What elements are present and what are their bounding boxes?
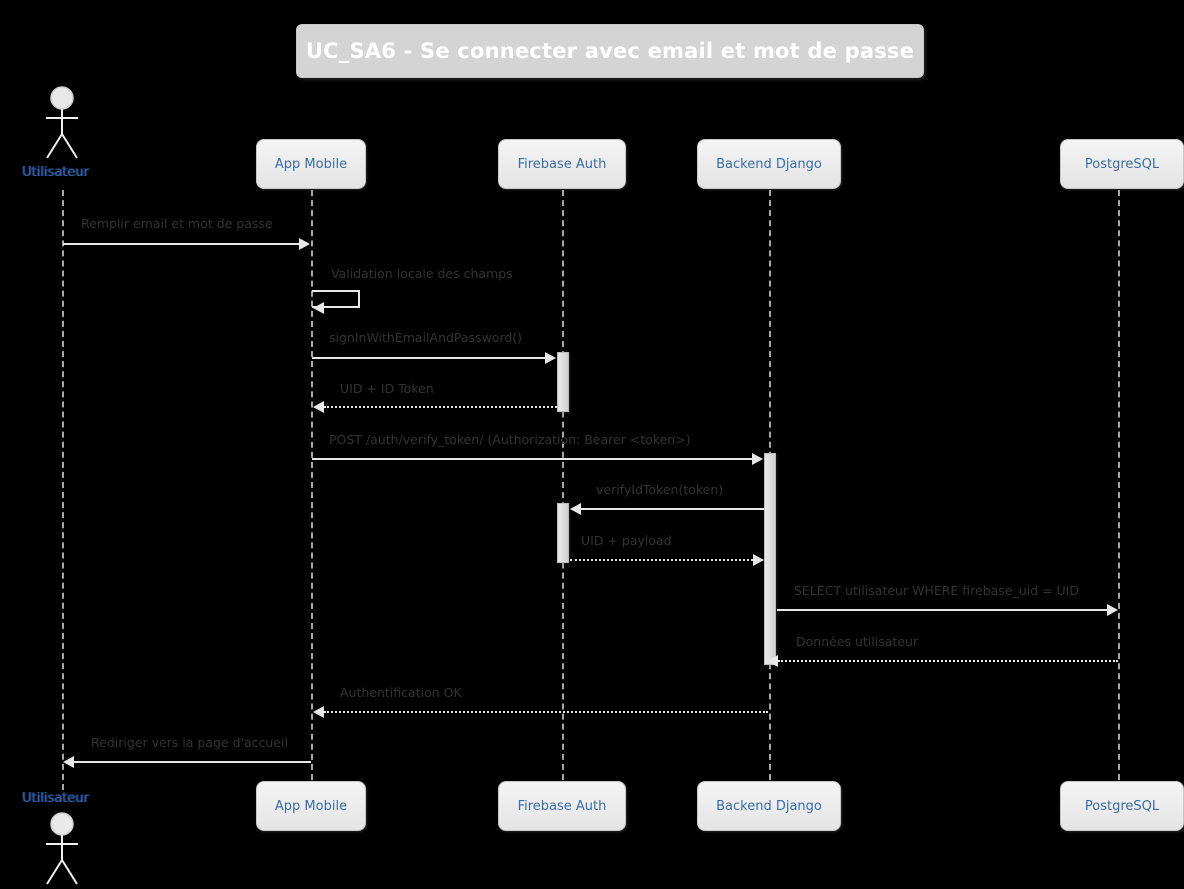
message-label-6: verifyIdToken(token) (596, 482, 724, 497)
message-line-4 (324, 406, 557, 408)
message-arrowhead-10 (313, 706, 324, 718)
lifeline-utilisateur (62, 190, 64, 790)
participant-label-firebase-auth: Firebase Auth (517, 798, 607, 814)
participant-label-postgresql: PostgreSQL (1084, 156, 1160, 172)
message-label-10: Authentification OK (340, 685, 462, 700)
message-arrowhead-9 (767, 655, 778, 667)
message-arrowhead-1 (299, 238, 310, 250)
message-line-8 (777, 609, 1107, 611)
message-label-2: Validation locale des champs (331, 266, 513, 281)
message-line-9 (778, 660, 1118, 662)
participant-box-postgresql-top[interactable]: PostgreSQL (1060, 139, 1184, 189)
actor-label-utilisateur-bottom: Utilisateur (22, 791, 89, 806)
message-line-11 (74, 761, 311, 763)
activation-backend-django-1 (764, 453, 776, 665)
participant-box-firebase-auth-bottom[interactable]: Firebase Auth (498, 781, 626, 831)
participant-label-app-mobile: App Mobile (274, 156, 348, 172)
participant-box-postgresql-bottom[interactable]: PostgreSQL (1060, 781, 1184, 831)
stick-figure-icon (46, 812, 78, 885)
diagram-title: UC_SA6 - Se connecter avec email et mot … (305, 39, 915, 63)
activation-firebase-auth-1 (557, 352, 569, 412)
message-self-loop-2 (312, 290, 360, 308)
message-arrowhead-4 (313, 401, 324, 413)
actor-label-utilisateur-top: Utilisateur (22, 165, 89, 180)
participant-box-firebase-auth-top[interactable]: Firebase Auth (498, 139, 626, 189)
message-line-10 (324, 711, 768, 713)
message-label-7: UID + payload (581, 533, 672, 548)
participant-box-backend-django-bottom[interactable]: Backend Django (697, 781, 841, 831)
message-line-5 (312, 458, 752, 460)
actor-utilisateur-bottom (38, 812, 86, 888)
message-label-8: SELECT utilisateur WHERE firebase_uid = … (794, 583, 1079, 598)
actor-utilisateur-top (38, 86, 86, 162)
message-arrowhead-7 (753, 554, 764, 566)
message-arrowhead-3 (545, 352, 556, 364)
message-label-11: Rediriger vers la page d'accueil (91, 735, 288, 750)
message-label-5: POST /auth/verify_token/ (Authorization:… (329, 432, 691, 447)
participant-label-backend-django: Backend Django (716, 156, 822, 172)
lifeline-firebase-auth (562, 190, 564, 780)
message-arrowhead-6 (570, 503, 581, 515)
message-label-1: Remplir email et mot de passe (81, 216, 273, 231)
lifeline-app-mobile (311, 190, 313, 780)
diagram-title-box: UC_SA6 - Se connecter avec email et mot … (296, 24, 924, 78)
participant-label-firebase-auth: Firebase Auth (517, 156, 607, 172)
message-label-3: signInWithEmailAndPassword() (329, 330, 523, 345)
participant-box-backend-django-top[interactable]: Backend Django (697, 139, 841, 189)
activation-firebase-auth-2 (557, 503, 569, 563)
message-arrowhead-11 (63, 756, 74, 768)
message-line-6 (581, 508, 764, 510)
participant-box-app-mobile-bottom[interactable]: App Mobile (256, 781, 366, 831)
lifeline-postgresql (1118, 190, 1120, 780)
message-arrowhead-2 (313, 302, 324, 314)
participant-label-backend-django: Backend Django (716, 798, 822, 814)
participant-label-postgresql: PostgreSQL (1084, 798, 1160, 814)
message-label-9: Données utilisateur (796, 634, 919, 649)
message-arrowhead-5 (752, 453, 763, 465)
message-line-1 (63, 243, 301, 245)
message-label-4: UID + ID Token (340, 381, 434, 396)
message-line-3 (312, 357, 545, 359)
participant-box-app-mobile-top[interactable]: App Mobile (256, 139, 366, 189)
stick-figure-icon (46, 86, 78, 159)
message-arrowhead-8 (1107, 604, 1118, 616)
participant-label-app-mobile: App Mobile (274, 798, 348, 814)
message-line-7 (570, 559, 753, 561)
